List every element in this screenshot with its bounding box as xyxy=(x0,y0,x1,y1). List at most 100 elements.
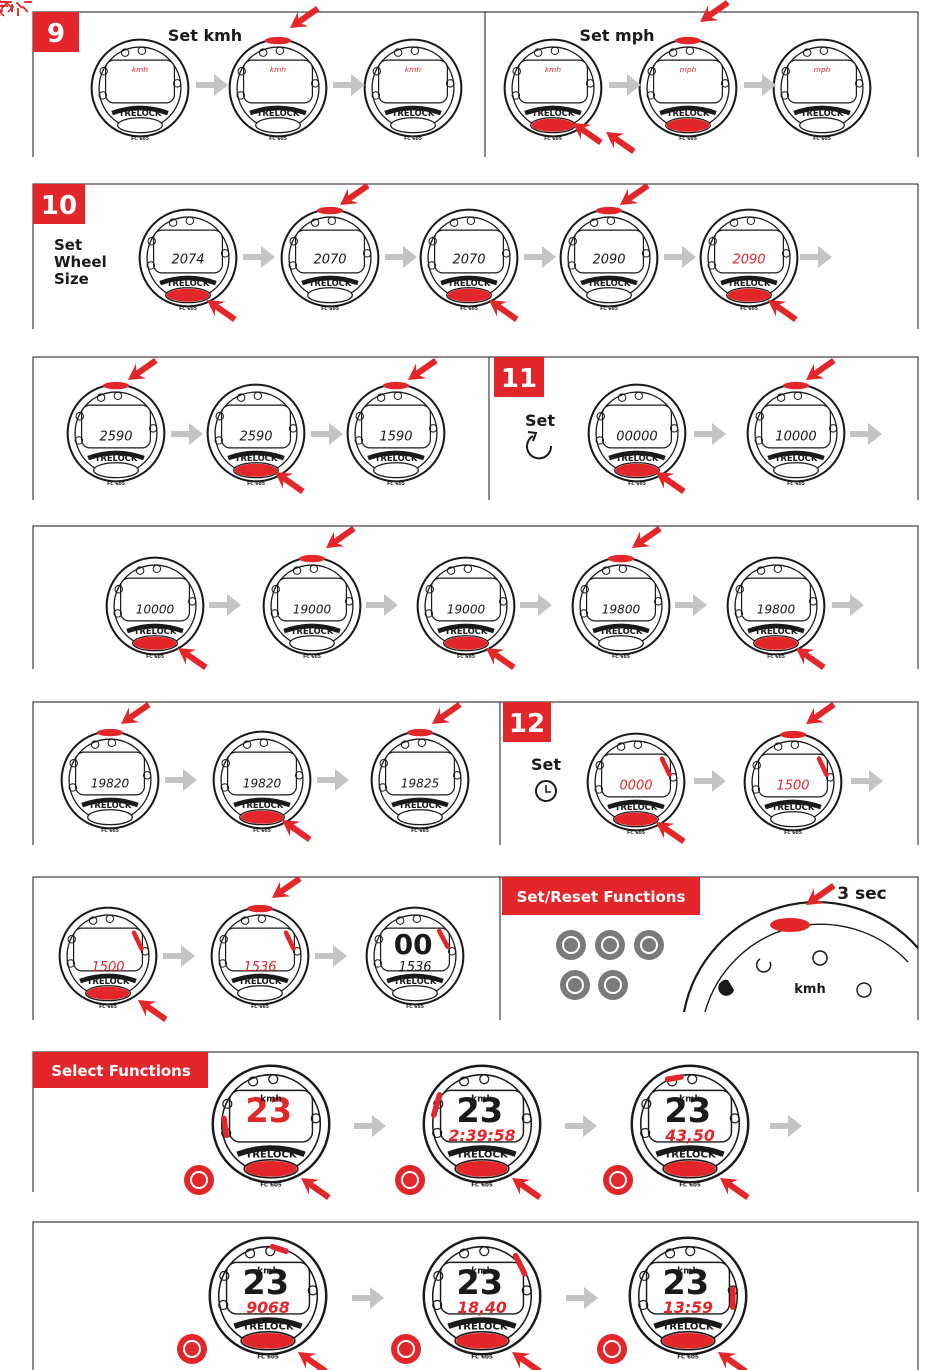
press-arrow-shape xyxy=(121,702,151,724)
blink-ray xyxy=(7,5,15,13)
brand-label: TRELOCK xyxy=(257,108,300,118)
model-label: FC 605 xyxy=(471,1355,493,1361)
press-arrow-shape xyxy=(656,822,686,844)
bottom-button-pressed xyxy=(456,1160,508,1177)
display-readout: kmh xyxy=(405,65,422,74)
step-title: Set xyxy=(531,755,561,774)
model-label: FC 605 xyxy=(457,654,475,660)
top-button-pressed xyxy=(782,381,810,390)
bike-computer-body xyxy=(230,40,327,137)
select-title: Select Functions xyxy=(51,1062,191,1080)
brand-label: TRELOCK xyxy=(87,976,130,986)
display-readout: 0000 xyxy=(619,778,652,793)
press-arrow-shape xyxy=(207,300,237,322)
press-arrow xyxy=(718,1352,748,1370)
top-button-pressed xyxy=(264,36,292,45)
press-arrow xyxy=(656,822,686,844)
display-readout: kmh xyxy=(132,65,149,74)
press-arrow xyxy=(700,0,730,22)
step-panel-frame xyxy=(32,1221,919,1370)
press-arrow-shape xyxy=(489,300,519,322)
secondary-readout: 18,40 xyxy=(457,1298,507,1317)
model-label: FC 605 xyxy=(627,830,645,836)
unit-label: kmh xyxy=(471,1267,493,1277)
function-icon-disc xyxy=(603,1165,633,1195)
press-arrow-shape xyxy=(796,648,826,670)
bottom-button-pressed xyxy=(615,463,659,477)
enlarged-computer-inner xyxy=(704,923,909,1013)
model-label: FC 605 xyxy=(179,306,197,312)
blink-ray xyxy=(0,10,5,17)
press-arrow-shape xyxy=(275,472,305,494)
model-label: FC 605 xyxy=(251,1004,269,1010)
step-panel-frame xyxy=(32,1051,919,1192)
function-icon-glyph xyxy=(190,1171,208,1189)
top-button-pressed xyxy=(96,728,124,737)
function-segment xyxy=(221,1115,229,1139)
bottom-button-pressed xyxy=(234,463,278,477)
press-arrow xyxy=(512,1178,542,1200)
brand-label: TRELOCK xyxy=(119,108,162,118)
next-step-arrow xyxy=(520,594,552,616)
brand-label: TRELOCK xyxy=(616,453,659,463)
speed-readout: 23 xyxy=(456,1091,503,1130)
function-icon-glyph xyxy=(401,1171,419,1189)
brand-label: TRELOCK xyxy=(456,1150,509,1161)
model-label: FC 605 xyxy=(303,654,321,660)
function-icon-glyph xyxy=(183,1340,201,1358)
model-label: FC 605 xyxy=(679,136,697,142)
press-arrow-shape xyxy=(768,300,798,322)
bottom-button-pressed xyxy=(754,636,798,650)
brand-label: TRELOCK xyxy=(445,626,488,636)
function-icon-glyph xyxy=(397,1340,415,1358)
brand-label: TRELOCK xyxy=(95,453,138,463)
press-arrow xyxy=(489,300,519,322)
press-arrow-shape xyxy=(128,358,158,380)
press-arrow xyxy=(282,820,312,842)
trip-distance-icon xyxy=(812,950,828,966)
model-label: FC 605 xyxy=(460,306,478,312)
speed-readout: 00 xyxy=(394,928,433,961)
step-title: Set xyxy=(54,236,82,254)
next-step-arrow xyxy=(354,1115,386,1137)
display-readout: 1536 xyxy=(398,960,431,975)
next-step-arrow xyxy=(317,769,349,791)
brand-label: TRELOCK xyxy=(588,278,631,288)
model-label: FC 605 xyxy=(784,830,802,836)
press-arrow-shape xyxy=(282,820,312,842)
display-readout: 2090 xyxy=(732,253,765,268)
function-icon-disc xyxy=(597,1334,627,1364)
blink-ray xyxy=(21,5,29,13)
stopwatch-icon xyxy=(718,979,734,996)
function-icon-glyph xyxy=(609,1171,627,1189)
model-label: FC 605 xyxy=(131,136,149,142)
next-step-arrow xyxy=(311,423,343,445)
clock-icon xyxy=(597,1334,627,1364)
step-number-badge xyxy=(33,184,85,224)
brand-label: TRELOCK xyxy=(235,453,278,463)
wheel-size-icon xyxy=(856,982,872,998)
brand-label: TRELOCK xyxy=(600,626,643,636)
model-label: FC 605 xyxy=(404,136,422,142)
press-arrow-shape xyxy=(656,472,686,494)
bottom-button-pressed xyxy=(456,1332,508,1349)
next-step-arrow xyxy=(196,74,228,96)
step-title: Set mph xyxy=(579,26,654,45)
model-label: FC 605 xyxy=(107,481,125,487)
trip-reset-icon xyxy=(526,435,553,460)
display-readout: 19820 xyxy=(243,776,282,790)
display-readout: 2070 xyxy=(452,253,485,268)
speed-readout: 23 xyxy=(664,1091,711,1130)
display-readout: 2590 xyxy=(239,429,272,444)
press-arrow xyxy=(178,648,208,670)
function-icon-disc xyxy=(391,1334,421,1364)
press-arrow-shape xyxy=(806,358,836,380)
enlarged-computer-outline xyxy=(682,901,919,1013)
blink-indicator xyxy=(0,0,8,17)
next-step-arrow xyxy=(352,1287,384,1309)
function-icon-glyph xyxy=(601,936,619,954)
